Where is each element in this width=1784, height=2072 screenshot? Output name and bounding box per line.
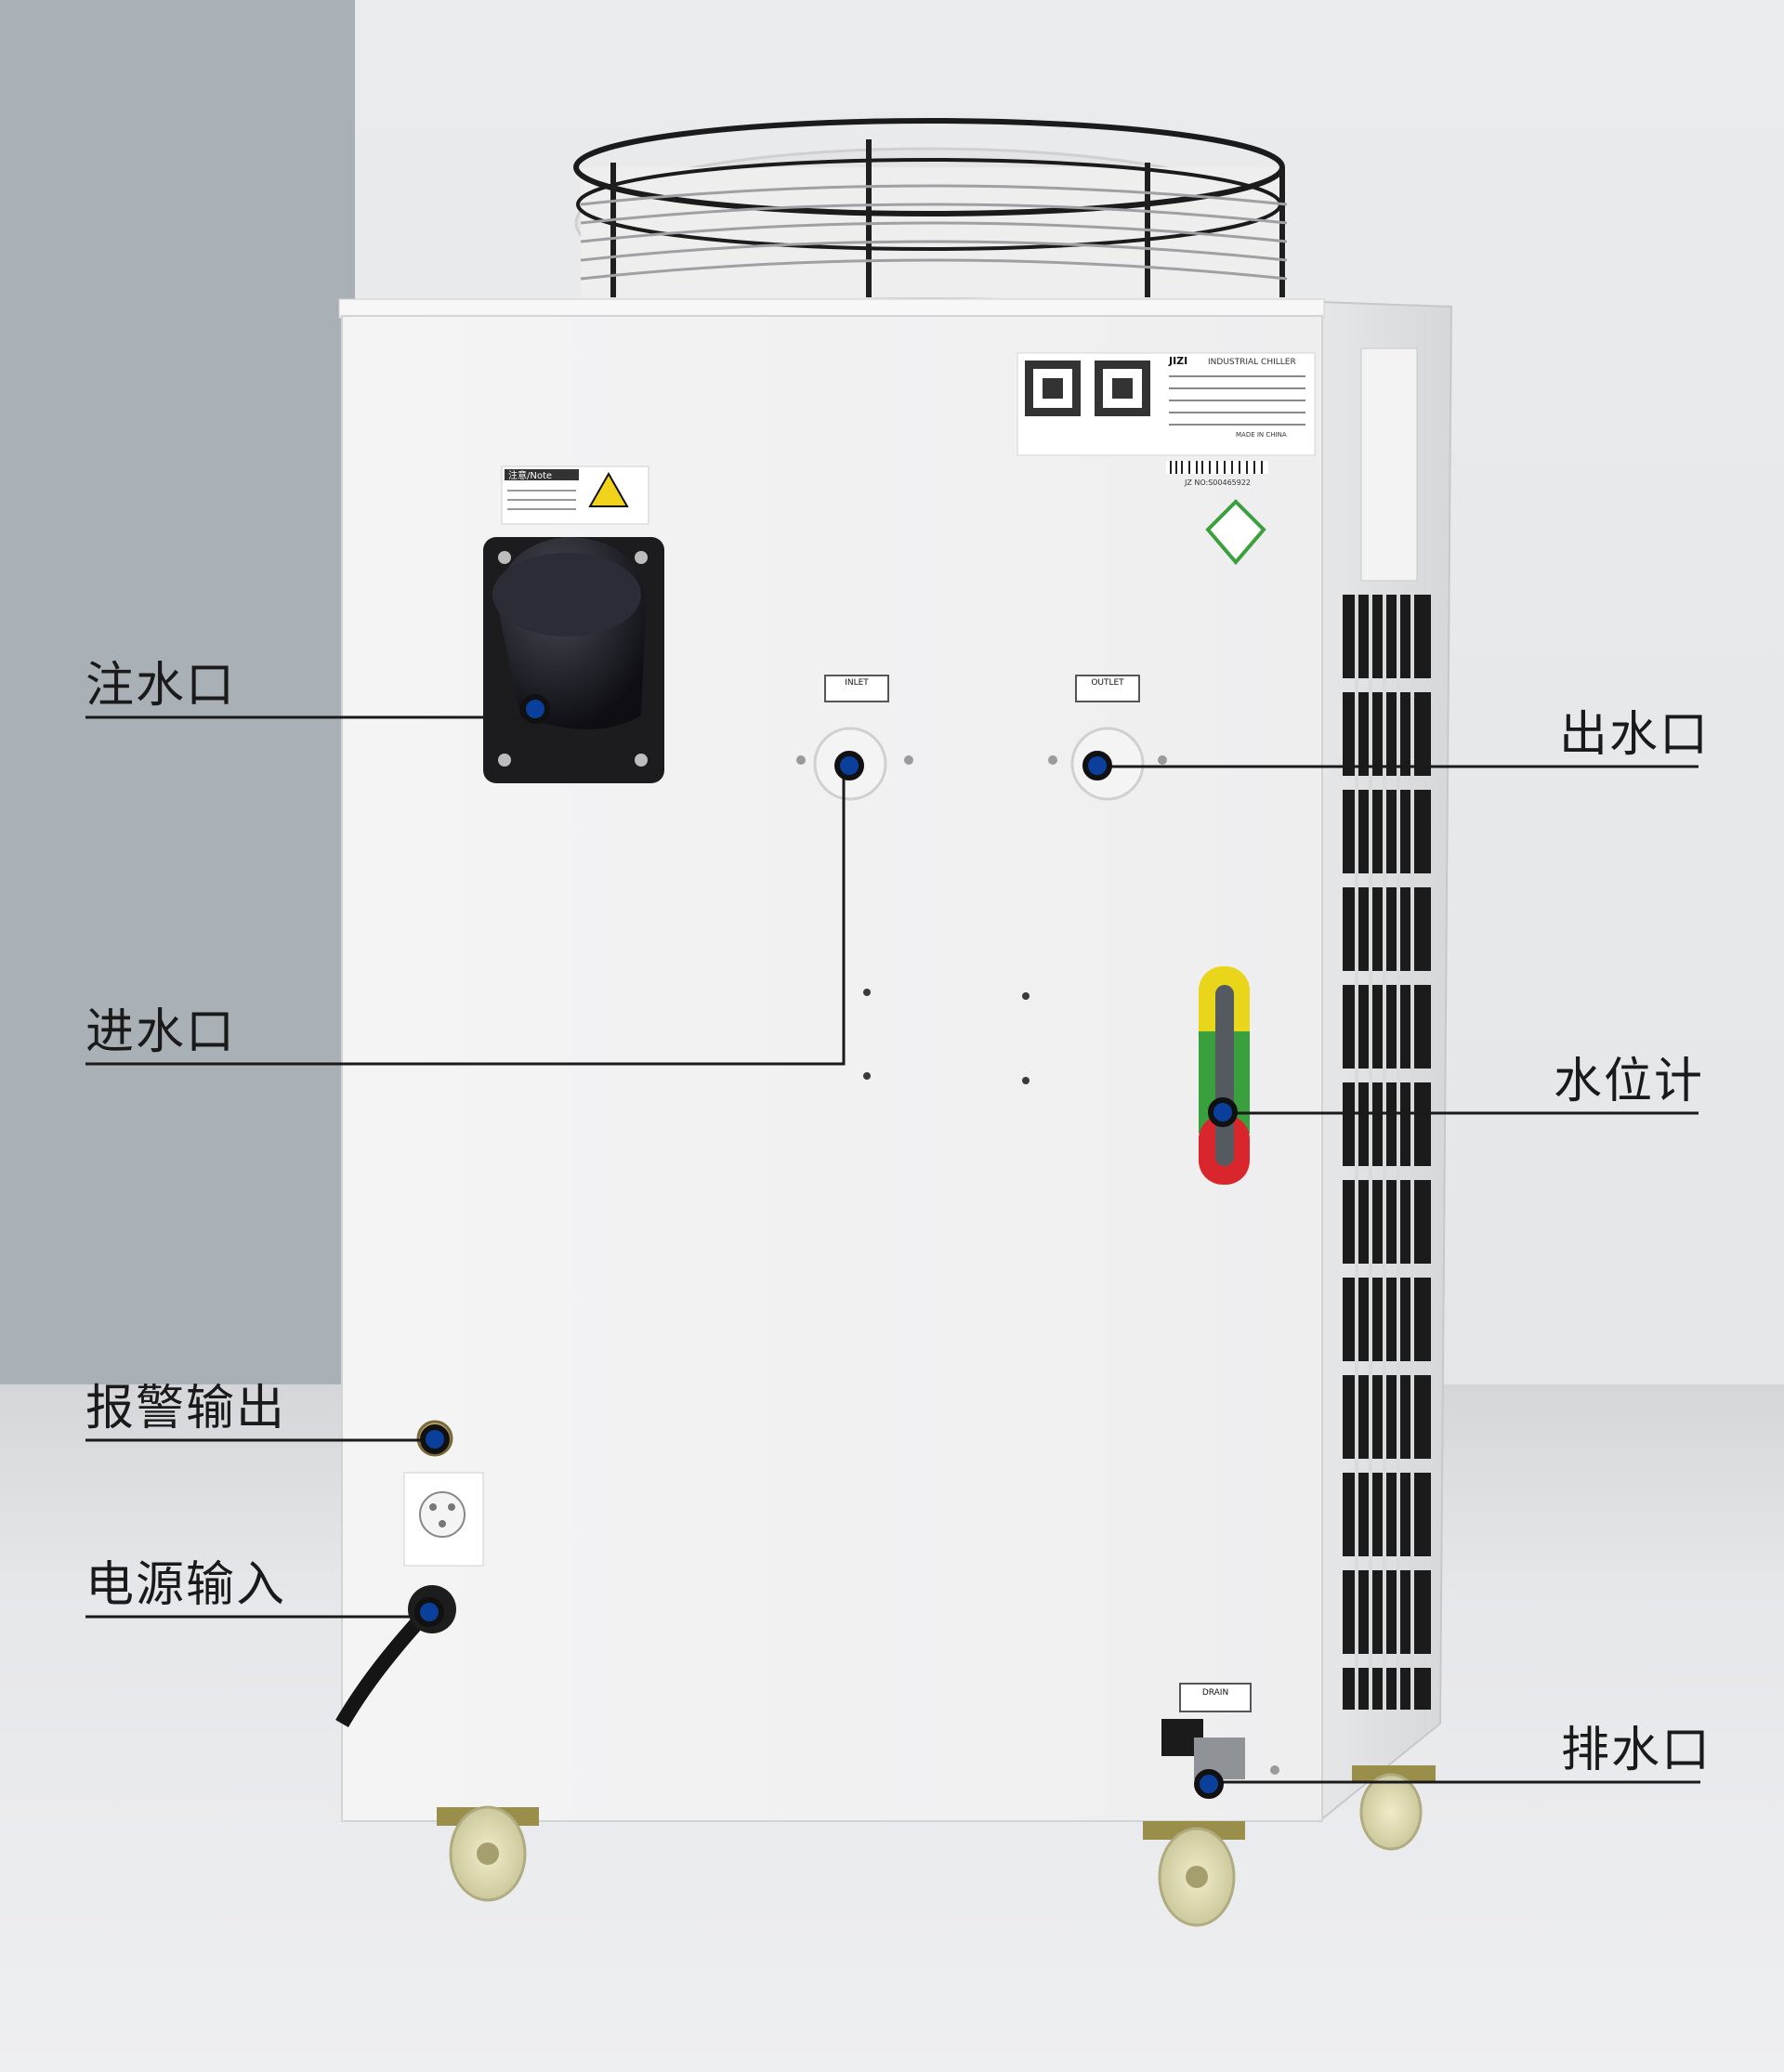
- callout-drain: 排水口: [1561, 1723, 1712, 1778]
- outlet-marker: [1082, 751, 1112, 780]
- power-input-marker: [414, 1597, 444, 1627]
- note-title: 注意/Note: [508, 469, 552, 481]
- caster-wheels: [437, 1765, 1436, 1927]
- callout-level-gauge: 水位计: [1554, 1054, 1705, 1109]
- callout-lines: [85, 715, 1700, 1784]
- fill-port: [483, 537, 664, 783]
- alarm-output-marker: [420, 1424, 450, 1454]
- drain-valve: DRAIN: [1161, 1683, 1279, 1779]
- front-panel: [338, 298, 1325, 1822]
- serial-label: JZ NO:S00465922: [1184, 479, 1251, 487]
- top-fan: [573, 118, 1288, 299]
- mounting-holes: [863, 989, 1030, 1084]
- spec-label: JIZI INDUSTRIAL CHILLER MADE IN CHINA JZ…: [1017, 352, 1316, 566]
- callout-alarm-output: 报警输出: [85, 1381, 287, 1436]
- product-label: INDUSTRIAL CHILLER: [1208, 358, 1296, 367]
- callout-fill-port: 注水口: [85, 658, 237, 714]
- alarm-terminal-label: [403, 1472, 484, 1567]
- note-label: 注意/Note: [501, 466, 649, 525]
- callout-outlet: 出水口: [1559, 707, 1711, 763]
- made-in-label: MADE IN CHINA: [1236, 431, 1287, 439]
- callout-inlet: 进水口: [85, 1004, 237, 1060]
- side-panel: [1318, 300, 1453, 1824]
- level-gauge-marker: [1208, 1097, 1238, 1127]
- callout-power-input: 电源输入: [85, 1557, 287, 1613]
- drain-marker: [1194, 1769, 1224, 1799]
- inlet-marker: [834, 751, 864, 780]
- level-gauge: [1199, 966, 1250, 1185]
- inlet-label: INLET: [845, 678, 869, 688]
- brand-label: JIZI: [1168, 355, 1187, 367]
- background-left-panel: [0, 0, 355, 1417]
- drain-label: DRAIN: [1202, 1688, 1228, 1698]
- outlet-label: OUTLET: [1091, 678, 1124, 688]
- fill-port-marker: [520, 694, 550, 724]
